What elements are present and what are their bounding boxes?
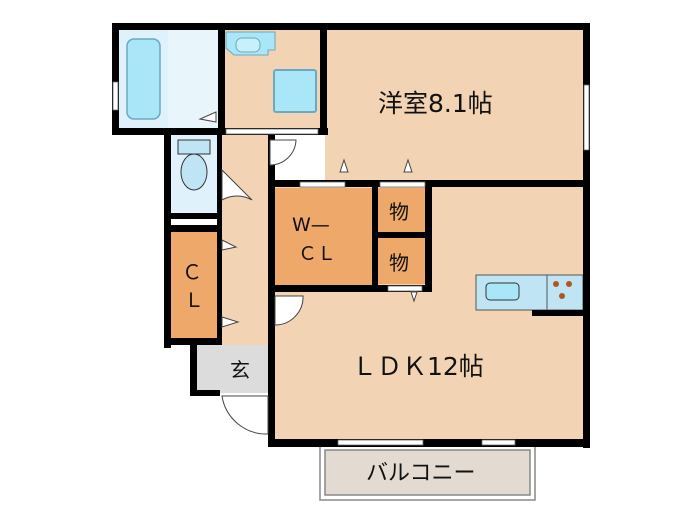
door-swings (198, 111, 418, 435)
walls (112, 23, 590, 448)
toilet-tank-icon (177, 139, 211, 155)
western-room-label: 洋室8.1帖 (378, 89, 493, 118)
ldk-label: ＬＤＫ12帖 (352, 352, 484, 381)
kitchen-sink-icon (485, 282, 520, 301)
toilet-bowl-icon (180, 153, 208, 191)
washing-machine-icon (273, 69, 317, 113)
bath-wash-area (168, 30, 218, 130)
sink-bowl-icon (235, 37, 261, 53)
closet-room (170, 230, 218, 340)
wcl-room (275, 188, 373, 288)
closet-label-line1: Ｃ (182, 260, 202, 284)
hallway (222, 133, 270, 345)
western-room (325, 28, 587, 185)
storage-1 (378, 188, 426, 233)
storage-2 (378, 238, 426, 284)
balcony-label: バルコニー (366, 461, 476, 486)
entrance-label: 玄 (230, 358, 250, 382)
bathtub-icon (126, 38, 161, 120)
entrance-area (196, 345, 268, 393)
wcl-label-line1: W— (292, 214, 330, 236)
wcl-label-line2: ＣＬ (298, 243, 336, 265)
storage-1-label: 物 (389, 200, 409, 224)
storage-2-label: 物 (389, 251, 409, 275)
stove-icon (553, 281, 572, 299)
windows (112, 81, 590, 446)
balcony (324, 449, 531, 496)
closet-label-line2: Ｌ (184, 288, 204, 312)
